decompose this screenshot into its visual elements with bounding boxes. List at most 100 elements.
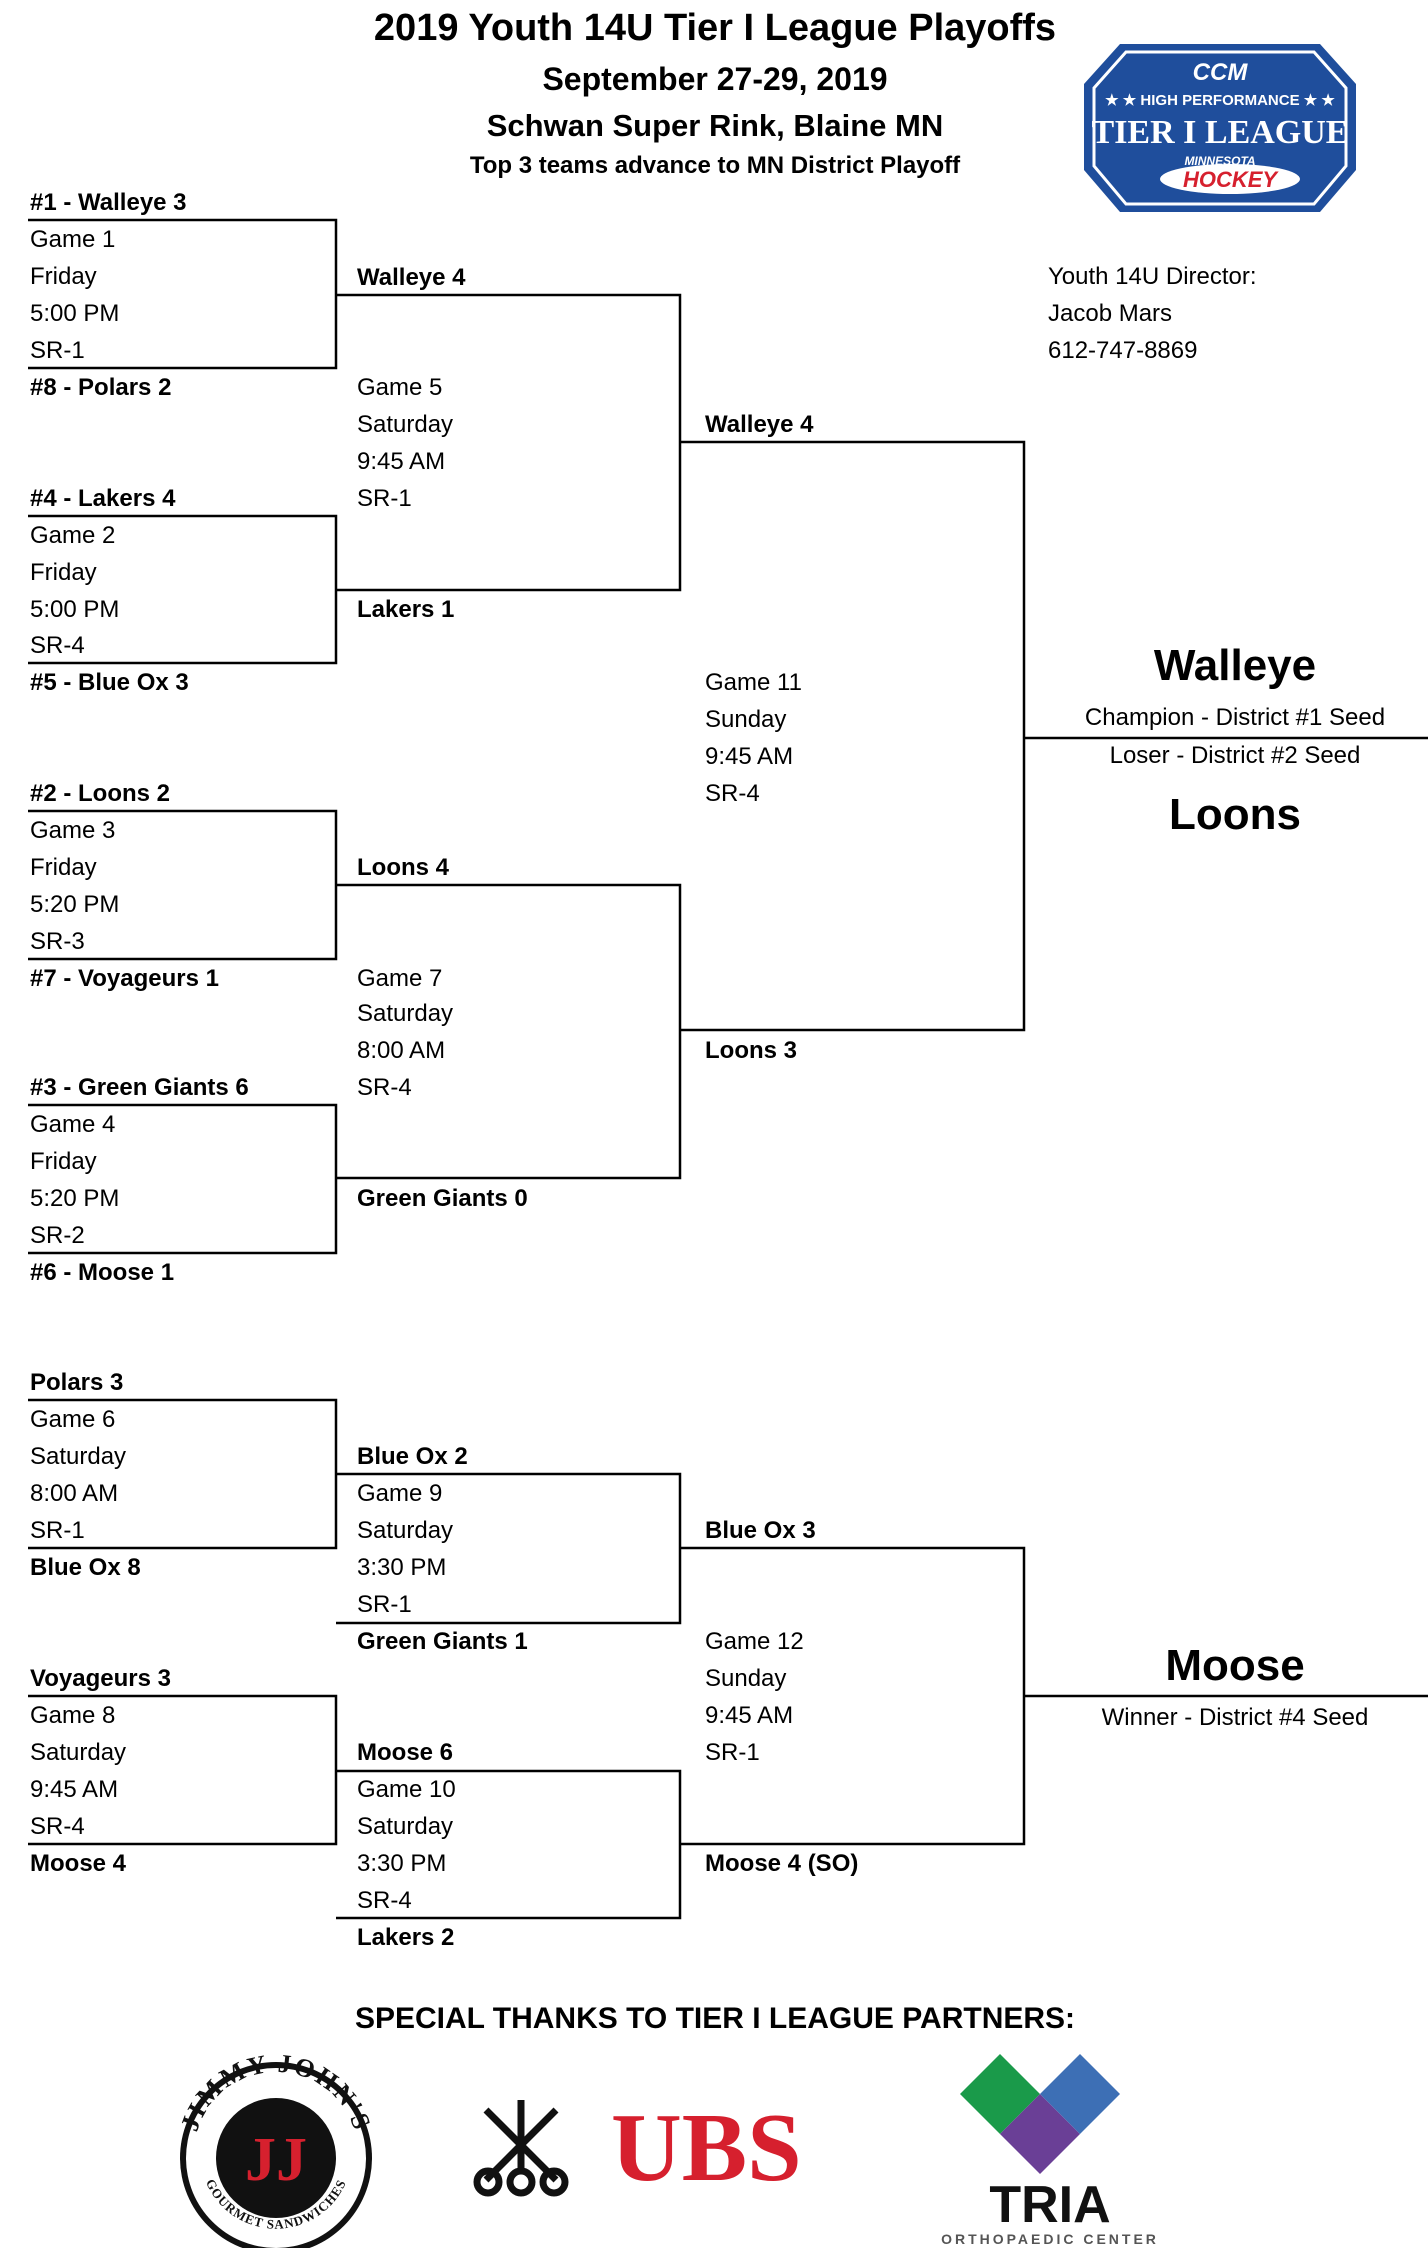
game7-time: 8:00 AM (357, 1037, 446, 1064)
champion-label: Champion - District #1 Seed (1084, 704, 1386, 731)
game4-top-team: #3 - Green Giants 6 (30, 1074, 249, 1101)
game12-bottom-team: Moose 4 (SO) (705, 1850, 859, 1877)
game5-day: Saturday (357, 411, 454, 438)
logo-name: TIER I LEAGUE (1092, 114, 1349, 151)
game11-top-team: Walleye 4 (705, 411, 814, 438)
game2-bottom-team: #5 - Blue Ox 3 (30, 669, 189, 696)
logo-tagline: ★ ★ HIGH PERFORMANCE ★ ★ (1105, 92, 1335, 109)
game1-label: Game 1 (30, 226, 116, 253)
event-venue: Schwan Super Rink, Blaine MN (486, 108, 944, 143)
champion-team: Walleye (1153, 641, 1317, 690)
page-title: 2019 Youth 14U Tier I League Playoffs (373, 7, 1057, 49)
game4-time: 5:20 PM (30, 1185, 120, 1212)
game1-time: 5:00 PM (30, 300, 120, 327)
game7-day: Saturday (357, 1000, 454, 1027)
game6-day: Saturday (30, 1443, 127, 1470)
game2-time: 5:00 PM (30, 596, 120, 623)
game2-rink: SR-4 (30, 632, 85, 659)
game9-top-team: Blue Ox 2 (357, 1443, 468, 1470)
game10-bottom-team: Lakers 2 (357, 1924, 455, 1951)
game7-top-team: Loons 4 (357, 854, 450, 881)
director-phone: 612-747-8869 (1048, 337, 1198, 364)
tria-sub: ORTHOPAEDIC CENTER (941, 2231, 1159, 2247)
game12-label: Game 12 (705, 1628, 804, 1655)
game12-day: Sunday (705, 1665, 787, 1692)
event-dates: September 27-29, 2019 (542, 61, 888, 97)
jimmy-johns-logo: JIMMY JOHN'S GOURMET SANDWICHES JJ (175, 2054, 375, 2248)
game3-rink: SR-3 (30, 928, 85, 955)
game11-rink: SR-4 (705, 780, 760, 807)
game7-rink: SR-4 (357, 1074, 412, 1101)
game9-day: Saturday (357, 1517, 454, 1544)
game10-time: 3:30 PM (357, 1850, 447, 1877)
game2-day: Friday (30, 559, 97, 586)
game3-time: 5:20 PM (30, 891, 120, 918)
game2-label: Game 2 (30, 522, 116, 549)
game11-bottom-team: Loons 3 (705, 1037, 798, 1064)
game3-top-team: #2 - Loons 2 (30, 780, 171, 807)
logo-sport: HOCKEY (1183, 167, 1279, 192)
game10-day: Saturday (357, 1813, 454, 1840)
game8-top-team: Voyageurs 3 (30, 1665, 171, 1692)
game8-label: Game 8 (30, 1702, 116, 1729)
game5-bottom-team: Lakers 1 (357, 596, 455, 623)
game9-time: 3:30 PM (357, 1554, 447, 1581)
game6-label: Game 6 (30, 1406, 116, 1433)
game12-rink: SR-1 (705, 1739, 760, 1766)
game6-top-team: Polars 3 (30, 1369, 124, 1396)
game11-day: Sunday (705, 706, 787, 733)
game8-bottom-team: Moose 4 (30, 1850, 127, 1877)
game6-bottom-team: Blue Ox 8 (30, 1554, 141, 1581)
loser-label: Loser - District #2 Seed (1109, 742, 1361, 769)
game9-bottom-team: Green Giants 1 (357, 1628, 528, 1655)
game5-rink: SR-1 (357, 485, 412, 512)
game10-top-team: Moose 6 (357, 1739, 454, 1766)
logo-brand: CCM (1193, 59, 1249, 86)
game4-rink: SR-2 (30, 1222, 85, 1249)
game10-rink: SR-4 (357, 1887, 412, 1914)
game8-rink: SR-4 (30, 1813, 85, 1840)
game11-label: Game 11 (705, 669, 802, 696)
advance-note: Top 3 teams advance to MN District Playo… (469, 152, 961, 179)
game6-rink: SR-1 (30, 1517, 85, 1544)
tria-logo: TRIA ORTHOPAEDIC CENTER (941, 2054, 1159, 2247)
consolation-winner-team: Moose (1165, 1641, 1305, 1690)
ubs-logo: UBS (473, 2094, 802, 2200)
game11-time: 9:45 AM (705, 743, 794, 770)
game1-rink: SR-1 (30, 337, 85, 364)
game9-label: Game 9 (357, 1480, 443, 1507)
game5-top-team: Walleye 4 (357, 264, 466, 291)
game8-time: 9:45 AM (30, 1776, 119, 1803)
game7-bottom-team: Green Giants 0 (357, 1185, 528, 1212)
game5-label: Game 5 (357, 374, 443, 401)
game6-time: 8:00 AM (30, 1480, 119, 1507)
game3-day: Friday (30, 854, 97, 881)
game5-time: 9:45 AM (357, 448, 446, 475)
game4-label: Game 4 (30, 1111, 116, 1138)
game1-bottom-team: #8 - Polars 2 (30, 374, 172, 401)
partners-heading: SPECIAL THANKS TO TIER I LEAGUE PARTNERS… (354, 2002, 1076, 2035)
game10-label: Game 10 (357, 1776, 456, 1803)
game12-top-team: Blue Ox 3 (705, 1517, 816, 1544)
director-name: Jacob Mars (1048, 300, 1173, 327)
game3-label: Game 3 (30, 817, 116, 844)
game9-rink: SR-1 (357, 1591, 412, 1618)
game3-bottom-team: #7 - Voyageurs 1 (30, 965, 219, 992)
game1-top-team: #1 - Walleye 3 (30, 189, 187, 216)
game4-day: Friday (30, 1148, 97, 1175)
game7-label: Game 7 (357, 965, 443, 992)
game4-bottom-team: #6 - Moose 1 (30, 1259, 175, 1286)
tier-one-league-logo: CCM ★ ★ HIGH PERFORMANCE ★ ★ TIER I LEAG… (1084, 44, 1356, 212)
ubs-name: UBS (611, 2094, 802, 2200)
runner-up-team: Loons (1169, 790, 1301, 839)
consolation-winner-label: Winner - District #4 Seed (1101, 1704, 1369, 1731)
game8-day: Saturday (30, 1739, 127, 1766)
game2-top-team: #4 - Lakers 4 (30, 485, 176, 512)
game1-day: Friday (30, 263, 97, 290)
director-label: Youth 14U Director: (1048, 263, 1257, 290)
ubs-keys-icon (473, 2100, 569, 2197)
jj-initials: JJ (245, 2126, 307, 2194)
game12-time: 9:45 AM (705, 1702, 794, 1729)
tria-name: TRIA (989, 2176, 1110, 2234)
